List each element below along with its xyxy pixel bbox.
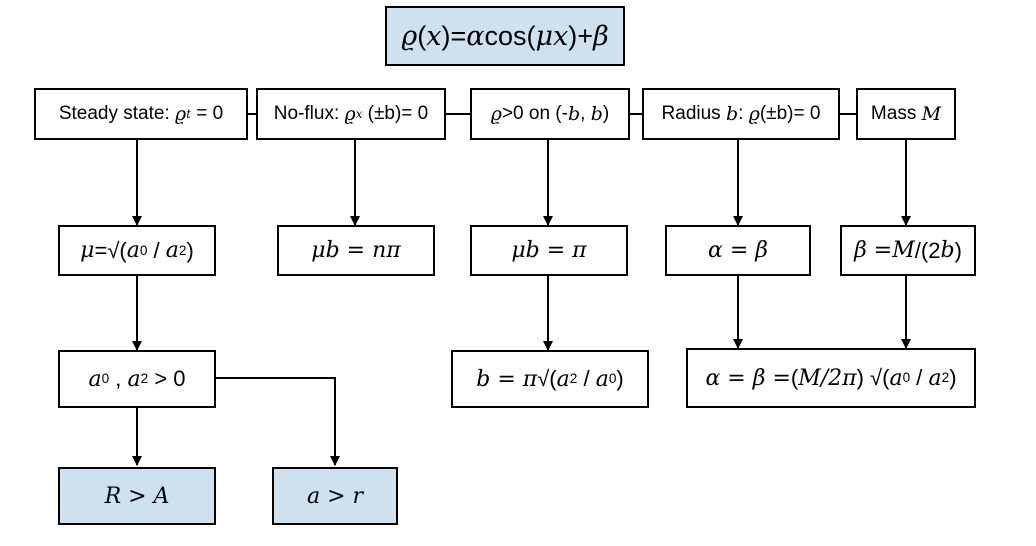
result-mub-pi: μb = π: [470, 225, 628, 276]
result-alpha-beta: α = β: [665, 225, 811, 276]
x-variable: x: [426, 20, 442, 52]
rho-symbol: ϱ: [401, 20, 418, 52]
condition-radius: Radius b: ϱ(±b)= 0: [642, 88, 840, 140]
result-R-greater-A: R > A: [58, 467, 216, 525]
arrow-apositive-ar: [216, 377, 340, 466]
result-a-greater-r: a > r: [272, 467, 398, 525]
result-mub-npi: μb = nπ: [277, 225, 435, 276]
condition-positive-density: ϱ>0 on (-b, b): [470, 88, 630, 140]
condition-mass: Mass M: [856, 88, 956, 140]
